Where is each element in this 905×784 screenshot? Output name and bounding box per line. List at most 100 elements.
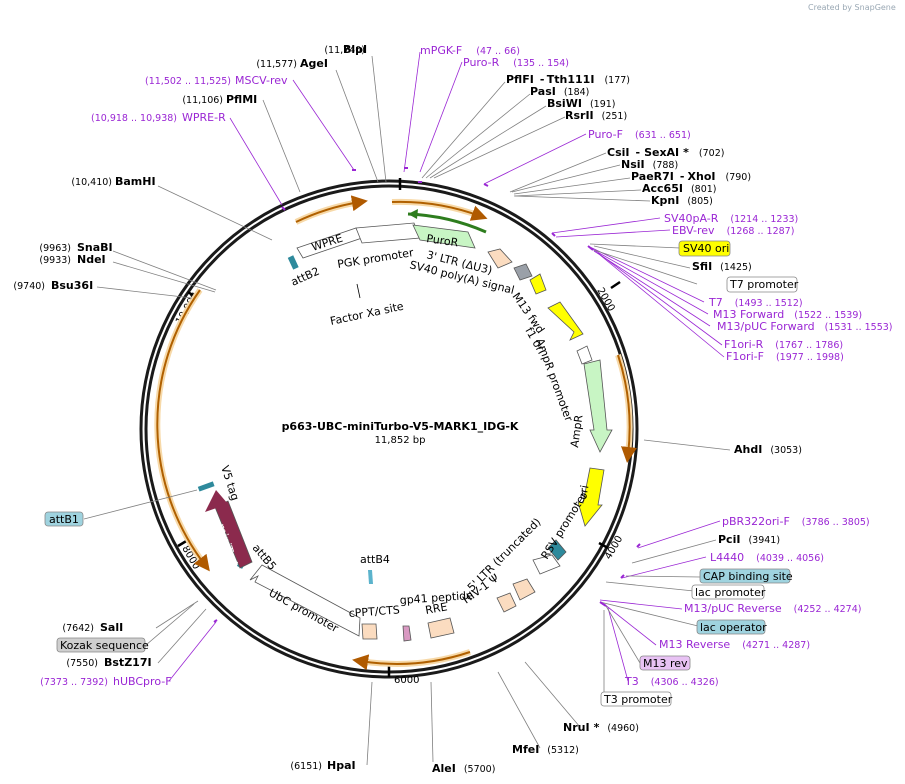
ndeI-pos: (9933) (39, 255, 71, 266)
puror-feature (412, 224, 476, 249)
wpreR-pos: (10,918 .. 10,938) (91, 113, 177, 124)
mscvRev-label: MSCV-rev (235, 74, 288, 87)
sfiI-label: SfiI(1425) (692, 260, 752, 273)
pflMI-label: PflMI (226, 93, 257, 106)
m13fwd-feature (529, 273, 547, 295)
rre-label: RRE (424, 600, 448, 617)
puroF-label: Puro-F(631 .. 651) (588, 128, 691, 141)
hpaI-label: HpaI (327, 759, 356, 772)
kozak-label: Kozak sequence (60, 639, 149, 652)
bstZ17I-label: BstZ17I (104, 656, 152, 669)
bstZ17I-pos: (7550) (66, 658, 98, 669)
attB1-label: attB1 (49, 513, 79, 526)
t7promoter-label: T7 promoter (729, 278, 799, 291)
ampr-promoter-label: AmpR promoter (533, 337, 575, 424)
csiI-label: CsiI-SexAI*(702) (607, 146, 724, 159)
kozak-box (56, 637, 146, 653)
tick-label-2000: 2000 (594, 286, 616, 314)
cppt-feature (361, 623, 378, 640)
v5tag-feature (197, 481, 215, 492)
gp41-feature (402, 625, 412, 642)
pasI-label: PasI(184) (530, 85, 589, 98)
attB4-label: attB4 (360, 553, 390, 566)
m13Forward-label: M13 Forward(1522 .. 1539) (713, 308, 862, 321)
pciI-label: PciI(3941) (718, 533, 780, 546)
sv40paR-label: SV40pA-R(1214 .. 1233) (664, 212, 798, 225)
t3promoter-box (600, 691, 672, 707)
f1ori-feature (547, 301, 584, 341)
bsu36I-pos: (9740) (13, 281, 45, 292)
bsu36I-label: Bsu36I (51, 279, 93, 292)
ageI-pos: (11,577) (256, 59, 297, 70)
primer-leader-lines (168, 51, 725, 682)
rre-feature (427, 617, 455, 639)
mfeI-label: MfeI(5312) (512, 743, 579, 756)
rsv-feature (532, 554, 561, 575)
lacoperator-box (696, 619, 766, 635)
sv40ori-label: SV40 ori (683, 242, 729, 255)
bamHI-pos: (10,410) (71, 177, 112, 188)
hiv-feature (496, 592, 517, 613)
ampr-feature (583, 359, 613, 453)
plasmid-length: 11,852 bp (375, 435, 426, 446)
ori-feature (577, 467, 605, 527)
sv40polya-feature (513, 263, 533, 281)
m13rev-box (639, 655, 691, 671)
lacpromoter-box (691, 584, 765, 600)
snaBI-label: SnaBI (77, 241, 113, 254)
factorxa-tick (356, 283, 361, 299)
pflFI-label: PflFI-Tth111I(177) (506, 73, 630, 86)
ori-label: ori (576, 484, 591, 500)
mpgkF-label: mPGK-F(47 .. 66) (420, 44, 520, 57)
capsite-box (699, 568, 791, 584)
puror-label: PuroR (426, 232, 460, 249)
tick-label-6000: 6000 (394, 675, 419, 686)
t7promoter-box (726, 276, 798, 293)
bamHI-label: BamHI (115, 175, 156, 188)
ahdI-label: AhdI(3053) (734, 443, 802, 456)
aleI-label: AleI(5700) (432, 762, 495, 775)
enzyme-leader-lines (96, 55, 731, 766)
ampr-promoter-feature (576, 345, 593, 365)
m13pucReverse-label: M13/pUC Reverse(4252 .. 4274) (684, 602, 861, 615)
ampr-label: AmpR (568, 414, 585, 449)
orf-arcs (156, 195, 637, 671)
bsiWI-label: BsiWI(191) (547, 97, 615, 110)
snaBI-pos: (9963) (39, 243, 71, 254)
m13Reverse-label: M13 Reverse(4271 .. 4287) (659, 638, 810, 651)
tick-2000 (610, 280, 621, 290)
pgk-label: PGK promoter (336, 246, 414, 271)
t7-label: T7(1493 .. 1512) (708, 296, 803, 309)
blpI-pos: (11,740) (324, 45, 365, 56)
pflMI-pos: (11,106) (182, 95, 223, 106)
pbr322oriF-label: pBR322ori-F(3786 .. 3805) (722, 515, 870, 528)
blpI-label: BlpI (343, 43, 367, 56)
kpnI-label: KpnI(805) (651, 194, 713, 207)
attB1-box (44, 511, 84, 527)
t3-label: T3(4306 .. 4326) (624, 675, 719, 688)
attB2-feature (287, 255, 299, 270)
wpreR-label: WPRE-R (182, 111, 226, 124)
cppt-label: cPPT/CTS (348, 603, 400, 620)
hubcproF-label: hUBCpro-F (113, 675, 172, 688)
capsite-label: CAP binding site (703, 570, 793, 583)
f1oriR-label: F1ori-R(1767 .. 1786) (724, 338, 843, 351)
ltr5-label: 5' LTR (truncated) (465, 515, 544, 594)
f1oriF-label: F1ori-F(1977 .. 1998) (726, 350, 844, 363)
sv40ori-box (678, 240, 731, 257)
factorxa-label: Factor Xa site (329, 300, 405, 328)
tick-4000 (598, 541, 609, 550)
paeR7I-label: PaeR7I-XhoI(790) (631, 170, 751, 183)
miniturbo-head (205, 490, 228, 512)
m13pucForward-label: M13/pUC Forward(1531 .. 1553) (717, 320, 893, 333)
lacoperator-label: lac operator (700, 621, 767, 634)
box-leader-lines (83, 243, 701, 692)
l4440-label: L4440(4039 .. 4056) (710, 551, 824, 564)
attB4-feature (368, 570, 373, 584)
rsv-mark (547, 539, 567, 561)
rsrII-label: RsrII(251) (565, 109, 627, 122)
ebvRev-label: EBV-rev(1268 .. 1287) (672, 224, 794, 237)
wpre-label: WPRE (310, 232, 345, 254)
pgk-feature (355, 222, 421, 244)
